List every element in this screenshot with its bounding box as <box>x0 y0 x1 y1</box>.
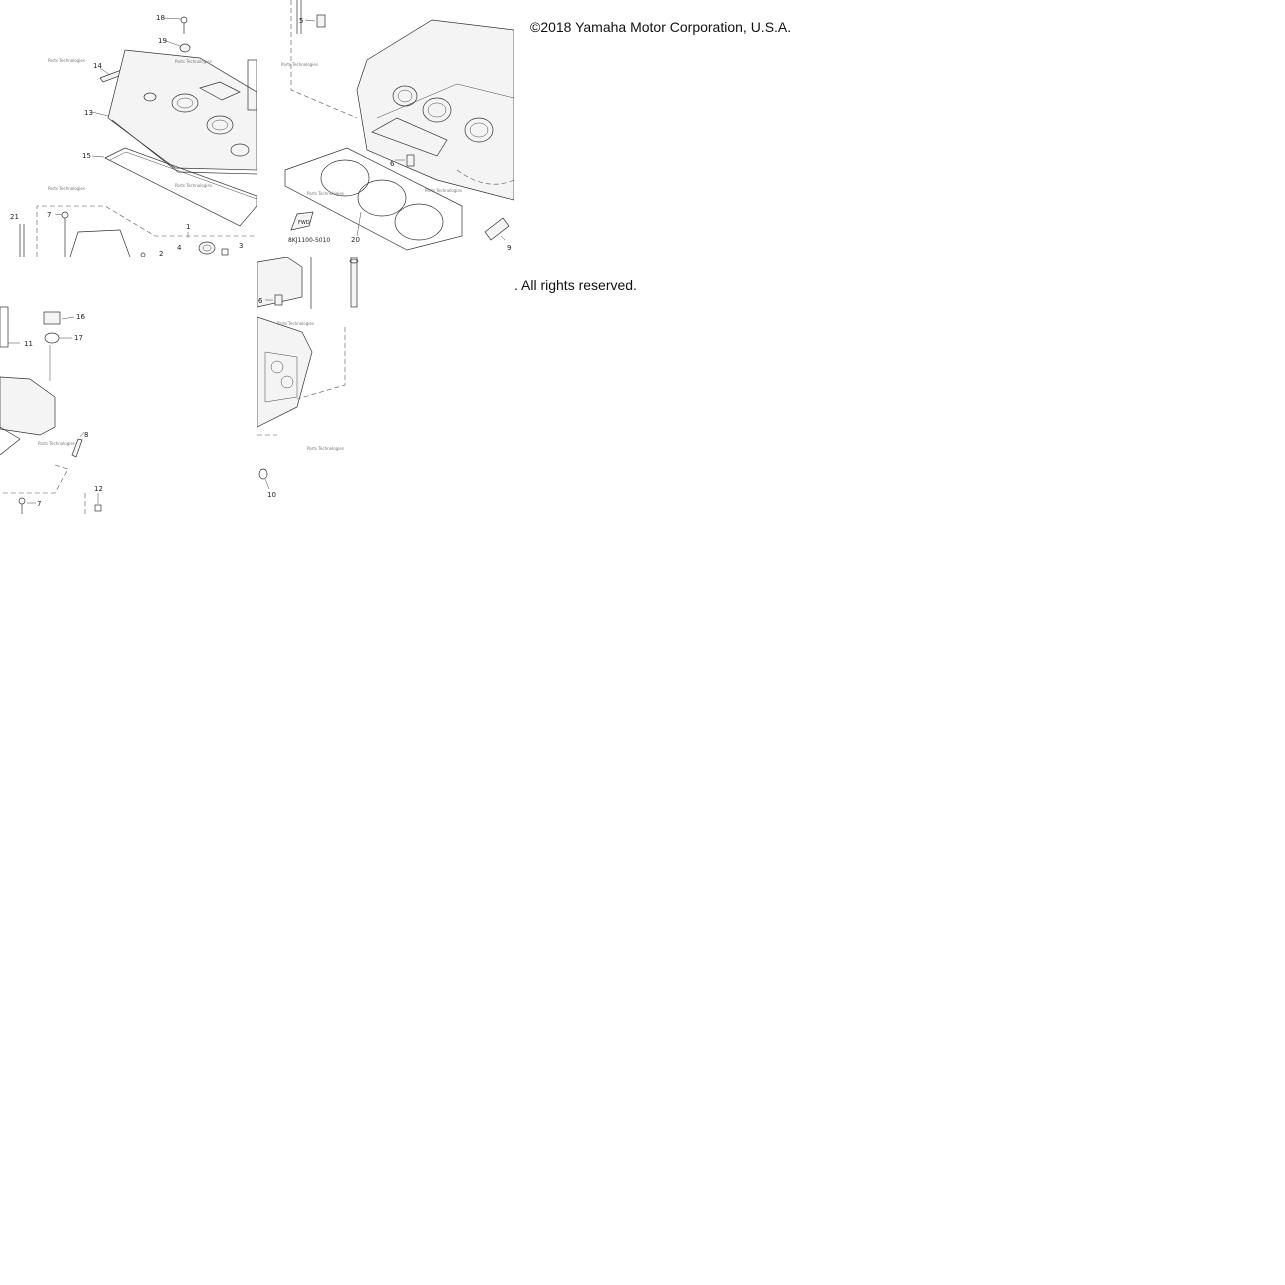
part-17-o-ring <box>44 332 72 344</box>
diagram-tile-cover: 18 19 14 13 15 Parts Technologies Parts … <box>0 0 257 257</box>
watermark: Parts Technologies <box>48 58 85 63</box>
part-6-dowel <box>395 154 415 167</box>
cam-cap <box>69 229 131 257</box>
part-label: 9 <box>507 244 511 252</box>
watermark: Parts Technologies <box>48 186 85 191</box>
part-4-seal <box>198 241 216 255</box>
part-16-oil-cap <box>43 311 75 325</box>
part-label: 15 <box>82 152 91 160</box>
spark-plug-tube <box>247 59 257 111</box>
part-18-bolt <box>163 16 188 34</box>
part-21-bolt <box>19 224 25 257</box>
part-label: 6 <box>258 297 263 305</box>
copyright-text: ©2018 Yamaha Motor Corporation, U.S.A. <box>530 19 792 35</box>
part-12 <box>94 504 102 512</box>
camshaft-cap <box>371 117 448 157</box>
part-7-bolt <box>54 211 69 257</box>
watermark: Parts Technologies <box>425 188 462 193</box>
part-label: 10 <box>267 491 276 499</box>
cylinder-head-side <box>257 316 313 428</box>
part-label: 6 <box>390 160 395 168</box>
watermark: Parts Technologies <box>277 321 314 326</box>
part-10-o-ring <box>258 468 270 490</box>
assembly-outline <box>290 0 358 119</box>
diagram-code: 8KJ1100-5010 <box>288 237 330 244</box>
part-label: 20 <box>351 236 360 244</box>
cylinder-head <box>356 19 514 201</box>
part-label: 17 <box>74 334 83 342</box>
part-label: 8 <box>84 431 88 439</box>
part-label: 18 <box>156 14 165 22</box>
part-label: 3 <box>239 242 243 250</box>
watermark: Parts Technologies <box>307 191 344 196</box>
part-label: 19 <box>158 37 167 45</box>
rights-text: . All rights reserved. <box>514 277 637 293</box>
watermark: Parts Technologies <box>281 62 318 67</box>
assembly-outline <box>36 205 257 257</box>
part-label: 21 <box>10 213 19 221</box>
part-19-grommet <box>165 40 191 53</box>
stud-bolt <box>349 257 359 308</box>
part-label: 1 <box>186 223 190 231</box>
watermark: Parts Technologies <box>175 183 212 188</box>
part-13-cover <box>91 49 257 175</box>
part-6-dowel <box>265 294 283 306</box>
diagram-tile-head: 5 6 20 FWD 8KJ1100-5010 9 Parts Technolo… <box>257 0 514 257</box>
head-side-drawing: 6 Parts Technologies Parts Technologies … <box>257 257 359 499</box>
part-7-bolt <box>18 497 36 514</box>
diagram-tile-cover-right: 11 16 17 8 7 12 Parts Technologies <box>0 257 257 514</box>
cover-right-drawing: 11 16 17 8 7 12 Parts Technologies <box>0 306 103 514</box>
part-label: 2 <box>159 250 163 257</box>
cylinder-head-drawing: 5 6 20 FWD 8KJ1100-5010 9 Parts Technolo… <box>281 0 514 252</box>
cover-edge <box>0 376 56 436</box>
part-label: 11 <box>24 340 33 348</box>
part-label: 7 <box>37 500 41 508</box>
part-label: 14 <box>93 62 102 70</box>
watermark: Parts Technologies <box>307 446 344 451</box>
cylinder-head-cover-drawing: 18 19 14 13 15 Parts Technologies Parts … <box>10 14 257 257</box>
watermark: Parts Technologies <box>175 59 212 64</box>
part-8-stud <box>71 431 85 458</box>
part-label: 16 <box>76 313 85 321</box>
part-label: 13 <box>84 109 93 117</box>
part-9-sensor <box>484 217 510 241</box>
svg-text:FWD: FWD <box>298 220 310 226</box>
diagram-tile-head-side: 6 Parts Technologies Parts Technologies … <box>257 257 514 514</box>
part-label: 12 <box>94 485 103 493</box>
part-15-gasket <box>91 147 257 227</box>
fwd-arrow-icon: FWD <box>290 211 314 231</box>
spark-plug <box>0 306 9 348</box>
part-20-gasket <box>284 147 463 251</box>
part-5-dowel <box>304 14 326 28</box>
watermark: Parts Technologies <box>38 441 75 446</box>
part-label: 7 <box>47 211 51 219</box>
part-label: 4 <box>177 244 182 252</box>
